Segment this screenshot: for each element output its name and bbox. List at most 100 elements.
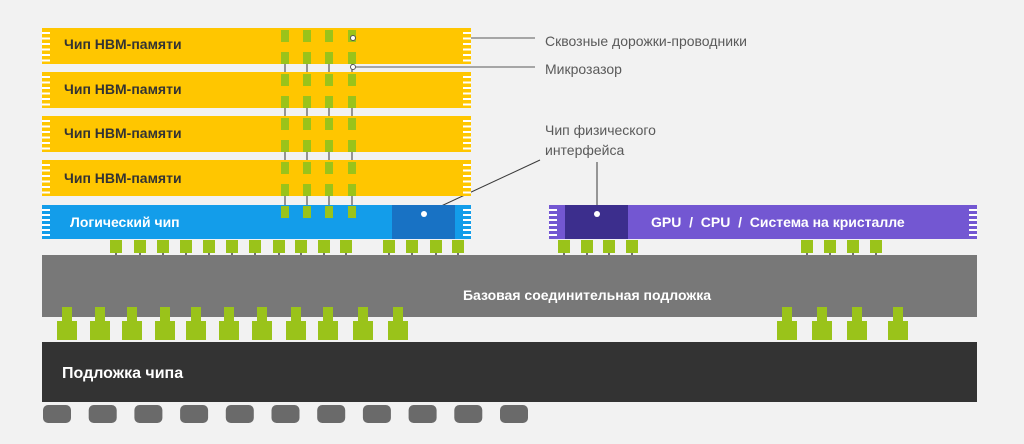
tsv-bump bbox=[281, 206, 289, 218]
tsv-bump bbox=[348, 96, 356, 108]
tsv-bump bbox=[348, 52, 356, 64]
chip-edge-tick bbox=[42, 191, 50, 194]
chip-edge-tick bbox=[42, 120, 50, 122]
substrate-bump-stem bbox=[62, 307, 72, 321]
chip-edge-tick bbox=[42, 175, 50, 177]
gpu-microbump bbox=[801, 240, 813, 253]
tsv-bump bbox=[325, 184, 333, 196]
tsv-bump bbox=[325, 74, 333, 86]
tsv-bump bbox=[325, 162, 333, 174]
chip-edge-tick bbox=[463, 136, 471, 139]
substrate-bump-stem bbox=[817, 307, 827, 321]
chip-edge-tick bbox=[463, 81, 471, 84]
tsv-bump bbox=[348, 74, 356, 86]
logic-phy-microbump bbox=[452, 240, 464, 253]
tsv-bump bbox=[303, 162, 311, 174]
logic-microbump bbox=[295, 240, 307, 253]
substrate-bump-stem bbox=[127, 307, 137, 321]
chip-edge-tick bbox=[42, 103, 50, 106]
logic-microbump bbox=[134, 240, 146, 253]
substrate-bump bbox=[777, 321, 797, 340]
package-substrate bbox=[42, 342, 977, 402]
substrate-bump-stem bbox=[160, 307, 170, 321]
hbm-chip-label: Чип HBM-памяти bbox=[64, 81, 182, 97]
tsv-bump bbox=[303, 30, 311, 42]
hbm-chip-label: Чип HBM-памяти bbox=[64, 170, 182, 186]
substrate-bump-stem bbox=[393, 307, 403, 321]
tsv-bump bbox=[303, 96, 311, 108]
substrate-bump-stem bbox=[358, 307, 368, 321]
gpu-phy-microbump bbox=[581, 240, 593, 253]
tsv-bump bbox=[281, 52, 289, 64]
chip-edge-tick bbox=[549, 234, 557, 236]
chip-edge-tick bbox=[463, 191, 471, 194]
logic-microbump bbox=[203, 240, 215, 253]
chip-edge-tick bbox=[969, 219, 977, 221]
substrate-bump bbox=[219, 321, 239, 340]
chip-edge-tick bbox=[42, 76, 50, 78]
chip-edge-tick bbox=[42, 131, 50, 133]
logic-microbump bbox=[340, 240, 352, 253]
tsv-bump bbox=[281, 140, 289, 152]
tsv-bump bbox=[325, 96, 333, 108]
chip-edge-tick bbox=[549, 224, 557, 226]
hbm-chip bbox=[42, 116, 471, 152]
substrate-bump bbox=[286, 321, 306, 340]
hbm-chip-label: Чип HBM-памяти bbox=[64, 36, 182, 52]
chip-edge-tick bbox=[969, 209, 977, 211]
tsv-bump bbox=[325, 140, 333, 152]
chip-edge-tick bbox=[463, 92, 471, 95]
interposer bbox=[42, 255, 977, 317]
substrate-bump bbox=[57, 321, 77, 340]
logic-microbump bbox=[273, 240, 285, 253]
interposer-label: Базовая соединительная подложка bbox=[463, 287, 711, 303]
substrate-bump-stem bbox=[893, 307, 903, 321]
logic-phy-block bbox=[392, 205, 455, 239]
chip-edge-tick bbox=[463, 209, 471, 211]
chip-edge-tick bbox=[463, 175, 471, 177]
tsv-bump bbox=[348, 184, 356, 196]
gpu-microbump bbox=[824, 240, 836, 253]
substrate-bump-stem bbox=[323, 307, 333, 321]
substrate-bump bbox=[888, 321, 908, 340]
chip-edge-tick bbox=[463, 87, 471, 89]
chip-edge-tick bbox=[42, 48, 50, 51]
solder-ball bbox=[225, 405, 254, 423]
chip-edge-tick bbox=[42, 180, 50, 183]
substrate-bump bbox=[186, 321, 206, 340]
chip-edge-tick bbox=[42, 234, 50, 236]
chip-edge-tick bbox=[42, 54, 50, 56]
chip-edge-tick bbox=[463, 120, 471, 122]
chip-edge-tick bbox=[42, 214, 50, 216]
chip-edge-tick bbox=[42, 92, 50, 95]
chip-edge-tick bbox=[463, 229, 471, 231]
logic-phy-microbump bbox=[406, 240, 418, 253]
logic-chip-label: Логический чип bbox=[70, 214, 180, 230]
chip-edge-tick bbox=[42, 59, 50, 62]
phy-callout-label-line1: Чип физического bbox=[545, 122, 656, 138]
substrate-bump bbox=[90, 321, 110, 340]
solder-ball bbox=[180, 405, 209, 423]
hbm-chip-label: Чип HBM-памяти bbox=[64, 125, 182, 141]
substrate-bump bbox=[318, 321, 338, 340]
chip-edge-tick bbox=[463, 219, 471, 221]
chip-edge-tick bbox=[42, 125, 50, 128]
chip-edge-tick bbox=[42, 186, 50, 188]
tsv-bump bbox=[325, 118, 333, 130]
solder-ball bbox=[88, 405, 117, 423]
tsv-bump bbox=[325, 52, 333, 64]
chip-edge-tick bbox=[42, 98, 50, 100]
chip-edge-tick bbox=[969, 229, 977, 231]
chip-edge-tick bbox=[549, 229, 557, 231]
microbump-callout-dot bbox=[350, 64, 356, 70]
chip-edge-tick bbox=[969, 234, 977, 236]
solder-ball bbox=[317, 405, 346, 423]
chip-edge-tick bbox=[463, 125, 471, 128]
logic-phy-microbump bbox=[383, 240, 395, 253]
tsv-bump bbox=[348, 140, 356, 152]
chip-edge-tick bbox=[463, 48, 471, 51]
microbump-callout-label: Микрозазор bbox=[545, 61, 622, 77]
chip-edge-tick bbox=[463, 37, 471, 40]
